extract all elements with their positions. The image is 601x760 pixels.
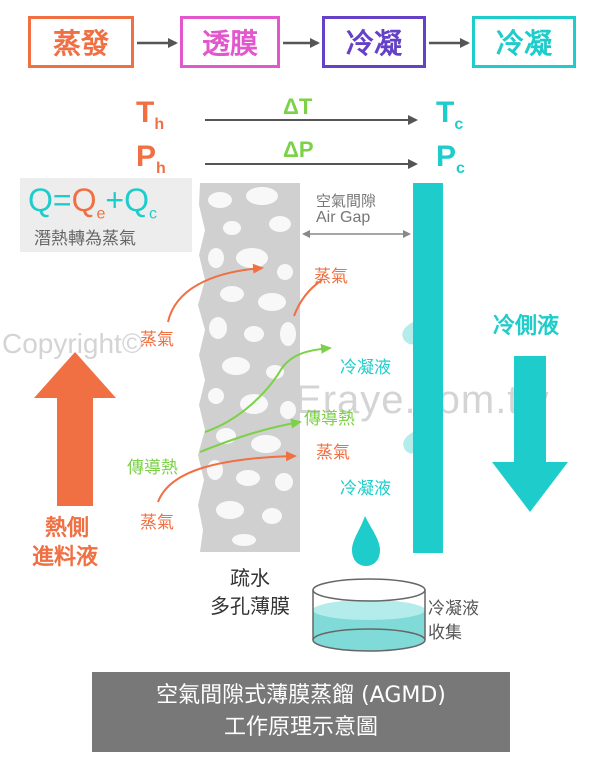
equation-q: Q — [28, 182, 53, 218]
equation-box: Q=Qe+Qc 潛熱轉為蒸氣 — [20, 178, 192, 252]
delta-p-label: ΔP — [283, 137, 314, 162]
vapor-label-lower-left: 蒸氣 — [140, 513, 174, 533]
hot-side-label-line2: 進料液 — [32, 545, 99, 570]
hot-side-arrow — [34, 352, 116, 506]
equation-qc: Q — [124, 182, 149, 218]
step-condensate: 冷凝 — [472, 16, 576, 68]
symbol-th-sub: h — [154, 116, 165, 133]
vapor-arrow-upper — [167, 263, 264, 323]
membrane-caption: 疏水 多孔薄膜 — [176, 564, 324, 620]
vapor-arrow-upper-gap — [293, 279, 323, 317]
watermark-copyright: Copyright© — [2, 328, 143, 359]
delta-t-label: ΔT — [283, 94, 313, 119]
equation-qe: Q — [71, 182, 97, 218]
heat-label-right: 傳導熱 — [304, 409, 355, 429]
step-evaporation: 蒸發 — [28, 16, 134, 68]
symbol-ph: Ph — [136, 140, 166, 178]
heat-arrow-upper — [204, 343, 332, 433]
vapor-label-upper-right: 蒸氣 — [314, 267, 348, 287]
equation-label: 潛熱轉為蒸氣 — [34, 229, 136, 249]
symbol-pc-sub: c — [456, 160, 465, 177]
equation-equals: = — [52, 182, 72, 218]
vapor-label-lower-right: 蒸氣 — [316, 443, 350, 463]
symbol-tc-sub: c — [454, 116, 464, 133]
heat-arrow-lower — [199, 418, 302, 453]
air-gap-label-zh: 空氣間隙 — [316, 192, 377, 210]
collection-caption-line2: 收集 — [428, 623, 462, 643]
vapor-label-upper-left: 蒸氣 — [140, 330, 174, 350]
symbol-ph-main: P — [136, 140, 157, 173]
membrane-caption-line1: 疏水 — [230, 566, 270, 590]
condensate-label-upper: 冷凝液 — [340, 358, 391, 378]
equation-qe-sub: e — [96, 205, 106, 223]
footer-caption: 空氣間隙式薄膜蒸餾 (AGMD) 工作原理示意圖 — [92, 672, 510, 752]
equation-qc-sub: c — [148, 205, 157, 223]
plate-droplet-2 — [403, 432, 413, 454]
hot-side-label-line1: 熱側 — [45, 516, 90, 541]
collection-container — [312, 578, 426, 652]
footer-line2: 工作原理示意圖 — [223, 715, 378, 740]
symbol-tc: Tc — [436, 96, 463, 134]
cold-side-arrow — [492, 356, 568, 512]
footer-line1: 空氣間隙式薄膜蒸餾 (AGMD) — [156, 683, 446, 708]
equation: Q=Qe+Qc — [28, 182, 157, 223]
air-gap-label-en: Air Gap — [316, 209, 371, 226]
collection-caption-line1: 冷凝液 — [428, 599, 479, 619]
vapor-arrow-lower — [157, 451, 297, 503]
symbol-th-main: T — [136, 96, 155, 129]
heat-label-left: 傳導熱 — [127, 458, 178, 478]
hot-side-label: 熱側 進料液 — [32, 514, 98, 572]
cold-side-label: 冷側液 — [493, 314, 560, 339]
symbol-pc-main: P — [436, 140, 457, 173]
collection-caption: 冷凝液 收集 — [428, 597, 479, 645]
symbol-ph-sub: h — [156, 160, 166, 177]
condensate-label-lower: 冷凝液 — [340, 479, 391, 499]
cold-plate — [413, 183, 443, 553]
falling-drop — [352, 516, 380, 566]
step-condensation: 冷凝 — [322, 16, 426, 68]
equation-plus: + — [105, 182, 125, 218]
membrane-caption-line2: 多孔薄膜 — [210, 594, 290, 618]
plate-droplet-1 — [402, 322, 413, 345]
step-membrane: 透膜 — [180, 16, 280, 68]
symbol-th: Th — [136, 96, 164, 134]
symbol-pc: Pc — [436, 140, 465, 178]
symbol-tc-main: T — [436, 96, 455, 129]
